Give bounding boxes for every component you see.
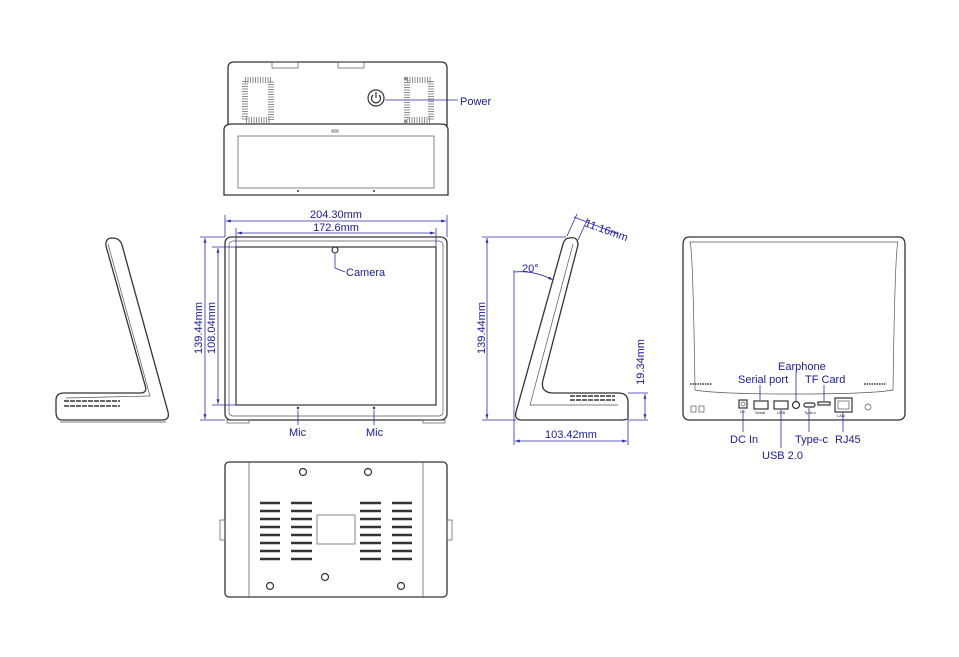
bottom-vents [260,501,412,561]
mic-right-label: Mic [366,427,384,439]
vent-left [242,77,274,123]
left-side-view [55,237,170,423]
height-outer-dimension: 139.44mm [193,302,205,354]
base-height-dimension: 19.34mm [635,339,647,385]
tf-card-slot [817,401,831,406]
power-button-icon [367,89,385,107]
type-c-label: Type-c [795,434,829,446]
height-screen-dimension: 108.04mm [206,302,218,354]
mic-left-label: Mic [289,427,307,439]
front-view: Camera Mic Mic 204.30mm 172.6mm 139.44mm… [193,209,448,439]
right-side-view: 139.44mm 20° 11.16mm 19.34mm 103.42mm [476,213,648,445]
rj45-port: LAN [834,397,853,418]
serial-port-label: Serial port [738,374,788,386]
dc-in-label: DC In [730,434,758,446]
svg-text:LAN: LAN [837,413,845,418]
angle-dimension: 20° [522,263,539,275]
depth-dimension: 103.42mm [545,429,597,441]
earphone-label: Earphone [778,361,826,373]
bottom-view [219,461,453,598]
power-label: Power [460,96,492,108]
rj45-label: RJ45 [835,434,861,446]
usb-label: USB 2.0 [762,450,803,462]
width-outer-dimension: 204.30mm [310,209,362,221]
serial-port: Serial [753,400,769,415]
side-height-dimension: 139.44mm [476,302,488,354]
lock-slot-icon [864,403,872,411]
svg-text:Type-c: Type-c [804,410,816,415]
svg-text:Serial: Serial [755,410,765,415]
thickness-dimension: 11.16mm [583,218,629,245]
type-c-port: Type-c [803,402,816,415]
camera-label: Camera [346,267,386,279]
top-view: Power [223,61,492,196]
tf-card-label: TF Card [805,374,845,386]
width-screen-dimension: 172.6mm [313,222,359,234]
camera-icon [331,246,339,254]
earphone-port [791,400,801,410]
rear-view: DC Serial USB Type-c LAN Earphone Serial… [682,236,906,462]
